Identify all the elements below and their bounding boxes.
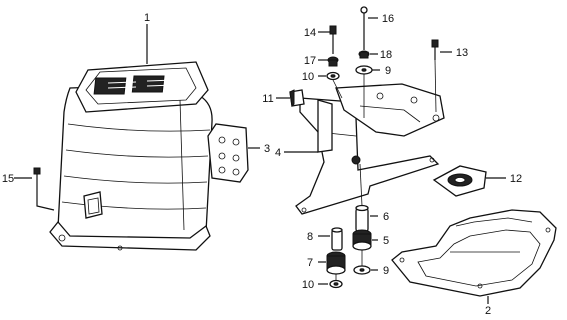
callout-14: 14: [304, 27, 316, 39]
callout-10a: 10: [302, 71, 314, 83]
callout-2: 2: [485, 305, 491, 317]
part-nut-10-lower: [329, 279, 343, 289]
part-spacer-6: [355, 204, 369, 233]
part-cushion-5: [352, 229, 372, 251]
callout-6: 6: [383, 211, 389, 223]
callout-10b: 10: [302, 279, 314, 291]
callout-16: 16: [382, 13, 394, 25]
part-bolt-14: [329, 25, 337, 54]
callout-12: 12: [510, 173, 522, 185]
callout-1: 1: [144, 12, 150, 24]
part-cover-box: [49, 61, 213, 251]
callout-11: 11: [262, 93, 273, 105]
callout-17: 17: [304, 55, 316, 67]
callout-15: 15: [2, 173, 14, 185]
part-bolt-16: [360, 6, 368, 50]
callout-4: 4: [275, 147, 281, 159]
callout-5: 5: [383, 235, 389, 247]
callout-13: 13: [456, 47, 468, 59]
part-bolt-13: [431, 39, 439, 113]
part-washer-17: [327, 56, 339, 67]
part-clip-3: [207, 123, 249, 183]
part-grommet-18: [358, 50, 370, 59]
callout-9a: 9: [385, 65, 391, 77]
part-spacer-8: [331, 227, 343, 251]
part-bracket-4: [295, 97, 440, 215]
callout-8: 8: [307, 231, 313, 243]
part-upper-plate: [335, 83, 445, 137]
callout-9b: 9: [383, 265, 389, 277]
part-clip-11: [289, 89, 305, 108]
part-mount-12: [432, 165, 487, 197]
callout-18: 18: [380, 49, 392, 61]
callout-3: 3: [264, 143, 270, 155]
callout-7: 7: [307, 257, 313, 269]
part-nut-10-upper: [326, 71, 340, 81]
part-cushion-7: [326, 251, 346, 275]
part-washer-9-lower: [353, 265, 371, 275]
vent-grille: [93, 75, 176, 95]
part-bolt-15: [33, 167, 55, 211]
part-washer-9-upper: [355, 65, 373, 75]
part-base-tray-2: [391, 209, 557, 297]
